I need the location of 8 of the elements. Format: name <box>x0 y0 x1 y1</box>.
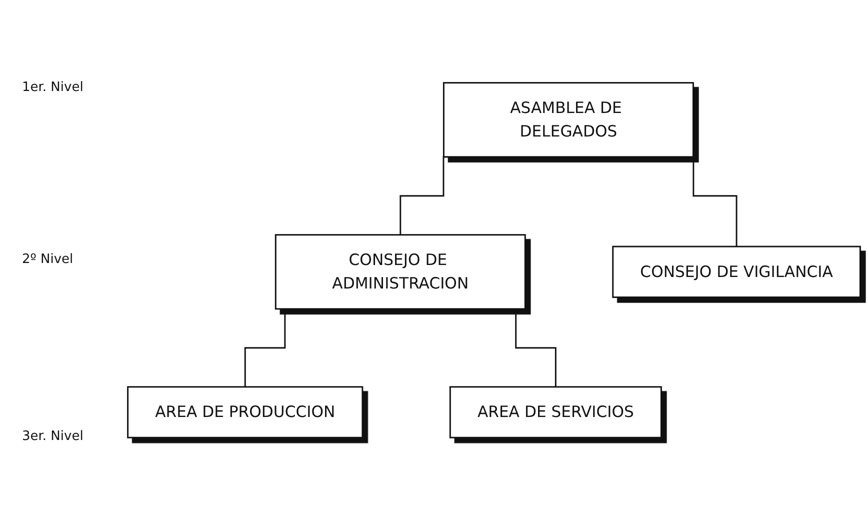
node-box: ASAMBLEA DE DELEGADOS <box>442 82 694 158</box>
level-label: 1er. Nivel <box>22 80 84 96</box>
level-label: 3er. Nivel <box>22 428 84 444</box>
node-box: AREA DE PRODUCCION <box>127 386 364 438</box>
node-box: CONSEJO DE ADMINISTRACION <box>274 234 526 310</box>
node-box: AREA DE SERVICIOS <box>449 386 662 438</box>
node-box: CONSEJO DE VIGILANCIA <box>612 246 861 298</box>
level-label: 2º Nivel <box>22 252 74 267</box>
